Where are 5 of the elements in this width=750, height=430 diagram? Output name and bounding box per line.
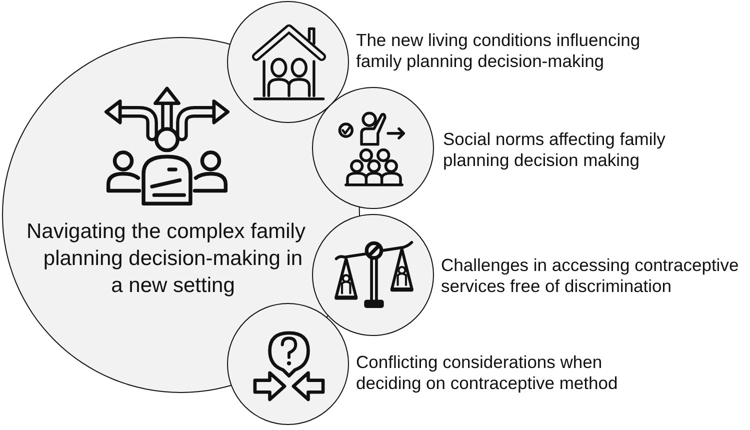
- central-theme-title: Navigating the complex family planning decision-making in a new setting: [26, 219, 306, 299]
- theme-description: Challenges in accessing contraceptive services free of discrimination: [441, 255, 740, 297]
- theme-description: Conflicting considerations when deciding on contraceptive method: [356, 352, 619, 394]
- theme-description: The new living conditions influencing family planning decision-making: [356, 30, 642, 72]
- theme-description: Social norms affecting family planning decision making: [443, 129, 666, 171]
